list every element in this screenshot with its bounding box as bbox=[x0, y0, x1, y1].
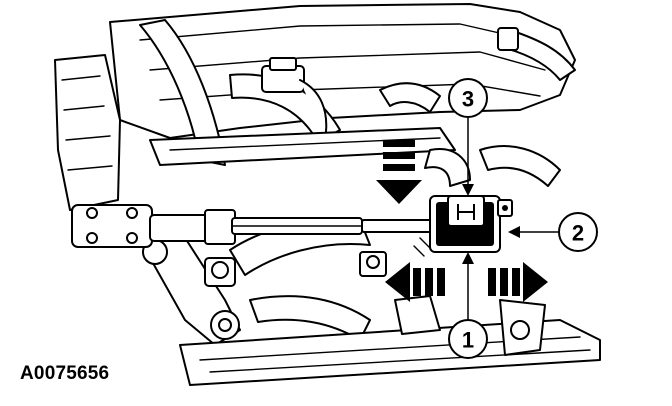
engine-background bbox=[54, 3, 601, 386]
figure-id-label: A0075656 bbox=[20, 363, 110, 384]
leader-arrowhead-1 bbox=[462, 252, 474, 264]
callout-1: 1 bbox=[448, 319, 488, 359]
callout-3: 3 bbox=[448, 78, 488, 118]
svg-text:1: 1 bbox=[462, 328, 474, 353]
pull-right-arrow bbox=[488, 262, 548, 302]
svg-text:2: 2 bbox=[572, 221, 584, 246]
leader-lines bbox=[467, 116, 560, 320]
pull-left-arrow bbox=[385, 262, 445, 302]
sensor-rod-assembly bbox=[149, 195, 513, 257]
push-down-arrow bbox=[376, 140, 422, 204]
svg-text:3: 3 bbox=[462, 87, 474, 112]
leader-arrowhead-3 bbox=[462, 184, 474, 196]
callout-2: 2 bbox=[558, 212, 598, 252]
leader-arrowhead-2 bbox=[508, 226, 520, 238]
